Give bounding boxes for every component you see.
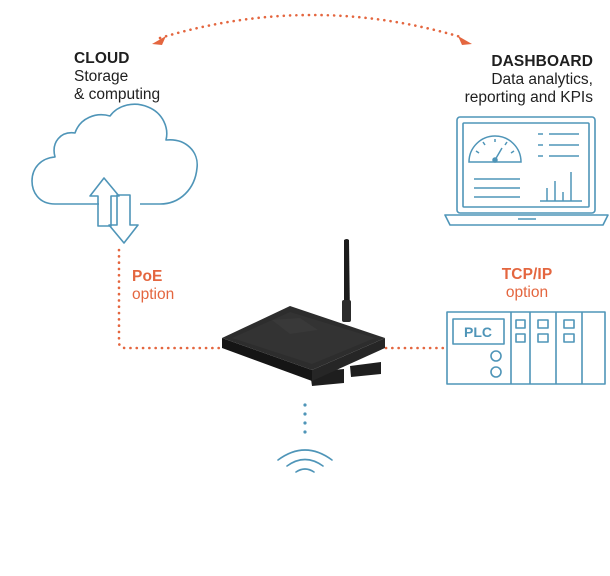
bar-chart-icon	[540, 172, 582, 202]
dashboard-label: DASHBOARD Data analytics, reporting and …	[465, 53, 593, 107]
cloud-line-2: & computing	[74, 86, 161, 103]
arrowhead-right-icon	[458, 36, 472, 45]
dashboard-title: DASHBOARD	[491, 53, 593, 70]
poe-label: PoE option	[132, 268, 174, 304]
dashboard-line-1: Data analytics,	[491, 71, 593, 88]
upload-download-arrows-icon	[89, 177, 139, 244]
cloud-title: CLOUD	[74, 50, 130, 67]
cloud-dashboard-link	[152, 13, 472, 45]
gateway-device-image	[222, 239, 385, 386]
poe-link	[117, 248, 224, 350]
plc-label: PLC	[464, 324, 492, 340]
poe-option: option	[132, 286, 175, 303]
plc-icon	[446, 311, 606, 385]
dashboard-text-lines	[474, 133, 579, 198]
gauge-icon	[468, 135, 522, 163]
cloud-icon	[31, 103, 198, 205]
dashboard-line-2: reporting and KPIs	[464, 89, 593, 106]
tcp-option: option	[505, 284, 549, 301]
tcp-title: TCP/IP	[501, 266, 553, 283]
tcp-label: TCP/IP option	[488, 266, 566, 302]
arrowhead-left-icon	[152, 36, 166, 45]
cloud-line-1: Storage	[74, 68, 129, 85]
laptop-dashboard-icon	[444, 116, 609, 226]
poe-title: PoE	[132, 268, 163, 285]
cloud-label: CLOUD Storage & computing	[74, 50, 160, 104]
wireless-signal-icon	[277, 449, 333, 473]
wireless-link	[303, 403, 307, 434]
